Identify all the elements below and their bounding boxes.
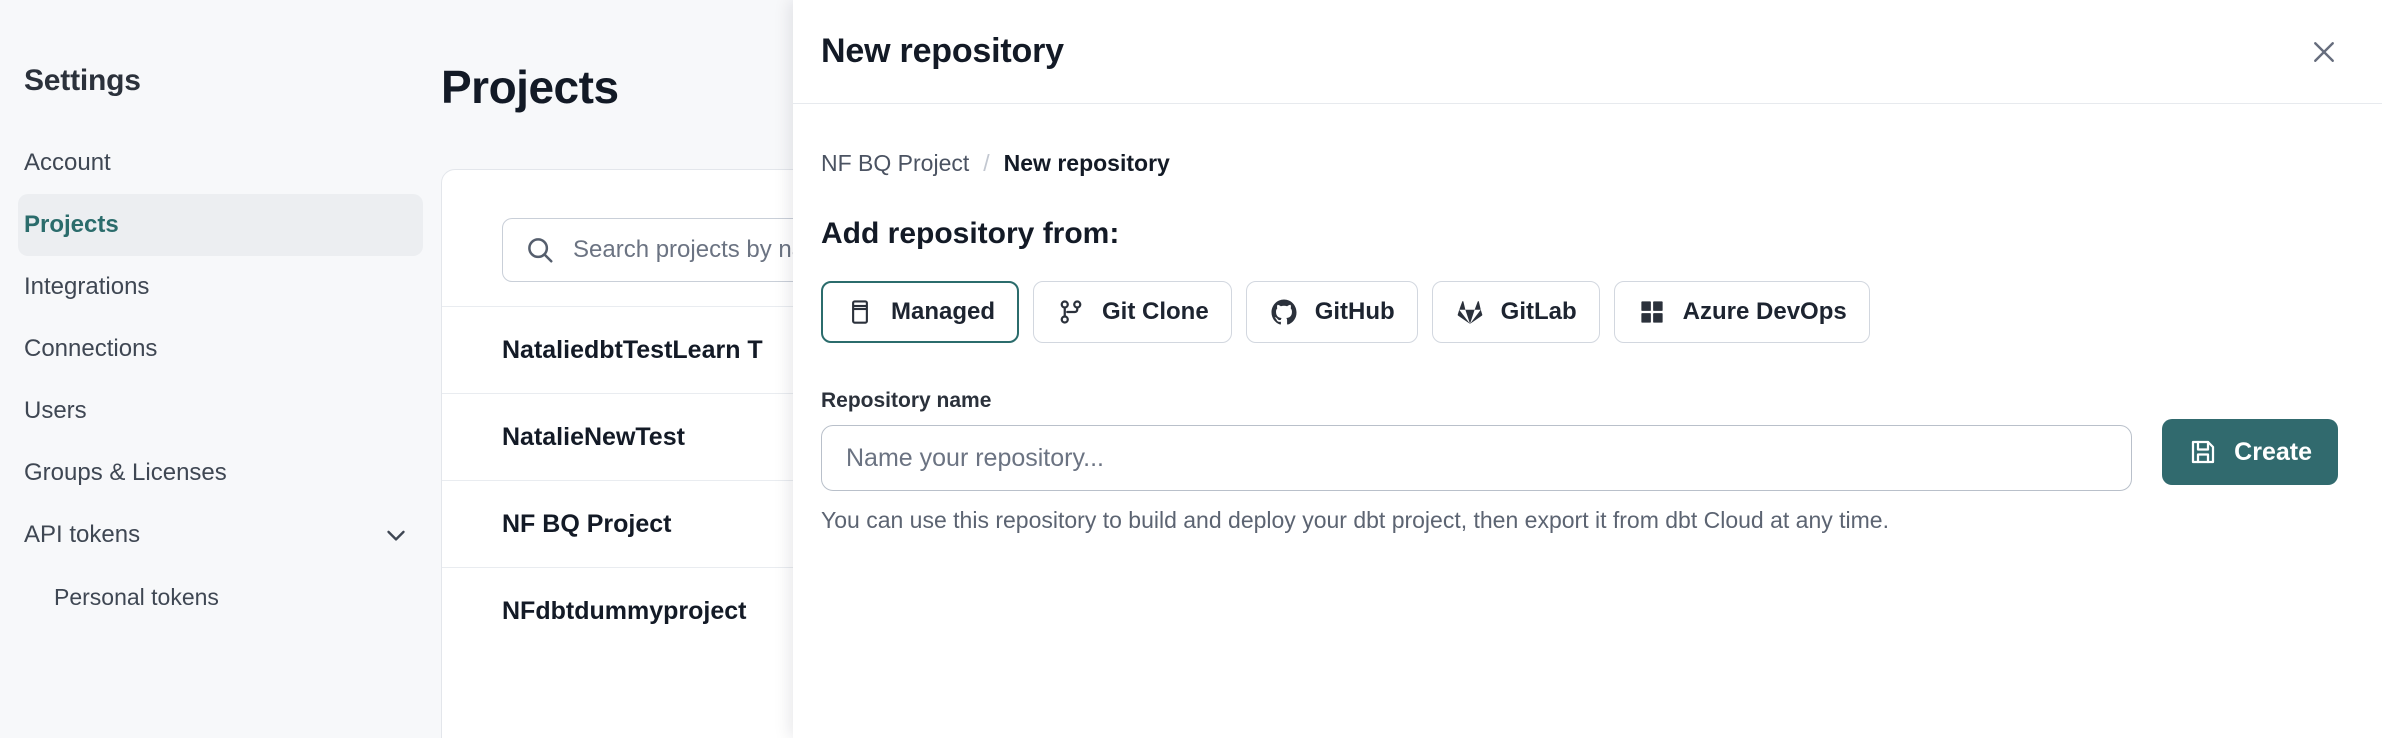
modal-header: New repository bbox=[793, 0, 2382, 104]
repository-name-placeholder: Name your repository... bbox=[846, 443, 1104, 472]
create-button-label: Create bbox=[2234, 437, 2312, 466]
sidebar-item-label: Users bbox=[24, 397, 87, 424]
project-name: NataliedbtTestLearn T bbox=[502, 335, 763, 364]
sidebar-item-api-tokens[interactable]: API tokens bbox=[18, 504, 423, 566]
add-repository-from-heading: Add repository from: bbox=[821, 217, 1120, 250]
repo-type-label: Azure DevOps bbox=[1682, 298, 1847, 325]
sidebar-item-label: Projects bbox=[24, 211, 119, 238]
create-button[interactable]: Create bbox=[2162, 419, 2338, 485]
sidebar-item-label: Integrations bbox=[24, 273, 150, 300]
modal-title: New repository bbox=[821, 32, 1064, 70]
repository-name-input[interactable]: Name your repository... bbox=[821, 425, 2133, 491]
sidebar-title: Settings bbox=[24, 64, 141, 97]
repo-type-azure-devops[interactable]: Azure DevOps bbox=[1613, 281, 1870, 343]
close-icon[interactable] bbox=[2302, 30, 2346, 74]
gitlab-icon bbox=[1455, 297, 1485, 327]
new-repository-modal: New repository NF BQ Project / New repos… bbox=[793, 0, 2382, 738]
breadcrumb-separator: / bbox=[983, 150, 990, 176]
sidebar-item-label: Groups & Licenses bbox=[24, 459, 227, 486]
sidebar-item-integrations[interactable]: Integrations bbox=[18, 256, 423, 318]
breadcrumb-current: New repository bbox=[1003, 150, 1170, 176]
repository-name-label: Repository name bbox=[821, 389, 992, 412]
project-name: NFdbtdummyproject bbox=[502, 596, 747, 625]
sidebar-item-projects[interactable]: Projects bbox=[18, 194, 423, 256]
repository-name-row: Repository name Name your repository... … bbox=[821, 389, 2338, 534]
repository-name-hint: You can use this repository to build and… bbox=[821, 507, 1889, 533]
repo-type-gitlab[interactable]: GitLab bbox=[1431, 281, 1600, 343]
modal-body: NF BQ Project / New repository Add repos… bbox=[793, 104, 2382, 534]
page-title: Projects bbox=[441, 61, 619, 113]
database-icon bbox=[845, 297, 875, 327]
sidebar-item-connections[interactable]: Connections bbox=[18, 318, 423, 380]
repo-type-github[interactable]: GitHub bbox=[1245, 281, 1418, 343]
search-icon bbox=[525, 235, 555, 265]
sidebar-item-groups-licenses[interactable]: Groups & Licenses bbox=[18, 442, 423, 504]
breadcrumb: NF BQ Project / New repository bbox=[821, 150, 2338, 177]
project-name: NatalieNewTest bbox=[502, 422, 685, 451]
sidebar-item-label: Account bbox=[24, 149, 111, 176]
repository-type-group: Managed Git Clone GitHub GitLab Azure DevOps bbox=[821, 281, 2338, 343]
repo-type-label: GitLab bbox=[1500, 298, 1577, 325]
repo-type-label: Git Clone bbox=[1102, 298, 1209, 325]
repo-type-label: Managed bbox=[891, 298, 996, 325]
repo-type-git-clone[interactable]: Git Clone bbox=[1033, 281, 1232, 343]
chevron-down-icon[interactable] bbox=[383, 522, 409, 548]
repo-type-managed[interactable]: Managed bbox=[821, 281, 1020, 343]
save-icon bbox=[2188, 437, 2218, 467]
repository-name-field: Repository name Name your repository... … bbox=[821, 389, 2133, 534]
github-icon bbox=[1269, 297, 1299, 327]
sidebar-item-users[interactable]: Users bbox=[18, 380, 423, 442]
azure-devops-icon bbox=[1637, 297, 1667, 327]
sidebar-item-label: API tokens bbox=[24, 521, 141, 548]
sidebar-item-label: Connections bbox=[24, 335, 158, 362]
sidebar-item-account[interactable]: Account bbox=[18, 132, 423, 194]
sidebar-item-label: Personal tokens bbox=[54, 583, 219, 610]
project-name: NF BQ Project bbox=[502, 509, 672, 538]
git-branch-icon bbox=[1056, 297, 1086, 327]
breadcrumb-parent-link[interactable]: NF BQ Project bbox=[821, 150, 970, 176]
repo-type-label: GitHub bbox=[1314, 298, 1395, 325]
sidebar-item-personal-tokens[interactable]: Personal tokens bbox=[18, 566, 423, 628]
